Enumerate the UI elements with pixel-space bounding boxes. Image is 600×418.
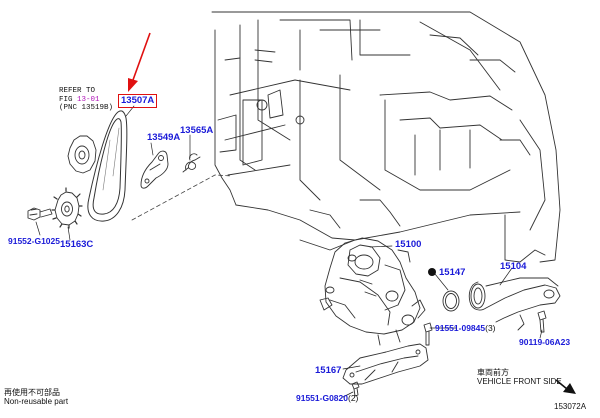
non-reusable-legend: 再使用不可部品 Non-reusable part	[4, 388, 68, 406]
non-reusable-cn: 再使用不可部品	[4, 388, 60, 397]
part-13507A-label[interactable]: 13507A	[118, 94, 158, 108]
bolt-91551-g0820-drawing	[351, 381, 360, 397]
vehicle-front-arrow-icon	[555, 379, 576, 394]
non-reusable-marker-icon	[428, 268, 436, 276]
part-15163C-label[interactable]: 15163C	[60, 239, 94, 250]
part-91551-G0820-label[interactable]: 91551-G0820(2)	[296, 394, 358, 403]
part-91551-09845-number: 91551-09845	[435, 323, 486, 333]
strainer-pipe-drawing	[468, 277, 561, 331]
part-91552-G1025-label[interactable]: 91552-G1025	[8, 236, 60, 246]
part-15167-label[interactable]: 15167	[315, 365, 342, 376]
part-91551-G0820-qty: (2)	[348, 393, 359, 403]
part-91551-09845-label[interactable]: 91551-09845(3)	[435, 324, 496, 333]
part-91551-G0820-number: 91551-G0820	[296, 393, 348, 403]
red-pointer-arrow	[128, 32, 151, 92]
diagram-id: 153072A	[554, 402, 587, 411]
o-ring-drawing	[442, 290, 460, 312]
part-15100-label[interactable]: 15100	[395, 239, 422, 250]
engine-block-drawing	[211, 11, 561, 263]
non-reusable-en: Non-reusable part	[4, 397, 69, 407]
bolt-90119-drawing	[537, 310, 547, 333]
bolt-91551-09845-drawing	[423, 322, 433, 346]
refer-note-pnc: (PNC 13519B)	[59, 104, 114, 113]
spring-drawing	[182, 153, 201, 173]
part-13549A-label[interactable]: 13549A	[147, 132, 181, 143]
bolt-91552-drawing	[27, 207, 53, 221]
vehicle-front-en: VEHICLE FRONT SIDE	[477, 377, 562, 387]
part-90119-06A23-label[interactable]: 90119-06A23	[519, 337, 571, 347]
tensioner-arm-drawing	[140, 150, 169, 189]
part-15104-label[interactable]: 15104	[500, 261, 527, 272]
baffle-plate-drawing	[342, 343, 429, 385]
refer-note-line1: REFER TO	[59, 87, 96, 95]
refer-note-fig-link[interactable]: 13-01	[77, 95, 100, 104]
oil-pump-drawing	[319, 237, 426, 346]
sprocket-lower-drawing	[51, 187, 83, 229]
part-91551-09845-qty: (3)	[485, 323, 496, 333]
vehicle-front-cn: 車両前方	[477, 368, 509, 377]
part-13565A-label[interactable]: 13565A	[180, 125, 214, 136]
chain-drawing	[87, 110, 128, 222]
refer-note: REFER TO FIG 13-01 (PNC 13519B)	[59, 87, 113, 113]
sprocket-upper-drawing	[67, 135, 97, 174]
refer-note-fig-prefix: FIG	[59, 95, 78, 104]
reference-dashed-line	[131, 174, 233, 221]
leader-lines	[35, 105, 543, 398]
vehicle-front-direction: 車両前方 VEHICLE FRONT SIDE	[477, 368, 562, 386]
part-15147-label[interactable]: 15147	[439, 267, 466, 278]
refer-note-fig[interactable]: FIG 13-01	[59, 96, 113, 105]
